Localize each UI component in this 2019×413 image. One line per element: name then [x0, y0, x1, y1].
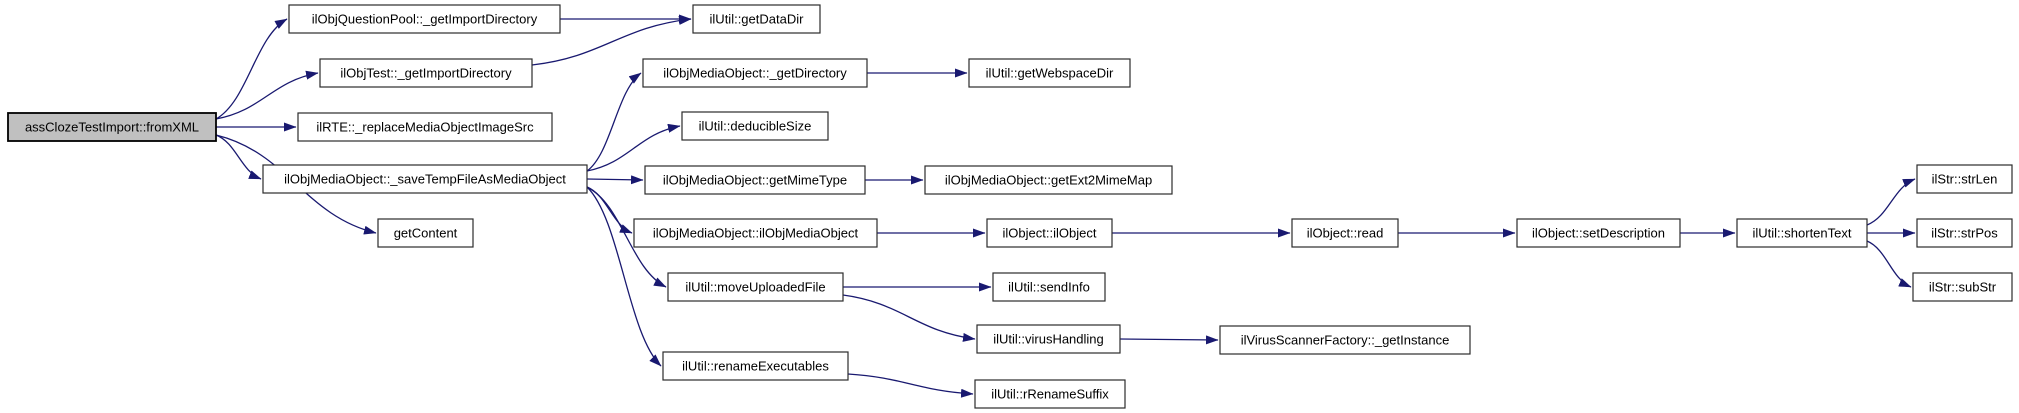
call-edge-mob-save-temp-to-mob-constructor [586, 186, 633, 234]
graph-node-str-str-pos[interactable]: ilStr::strPos [1916, 218, 2013, 248]
graph-node-util-deducible-size[interactable]: ilUtil::deducibleSize [681, 111, 829, 141]
node-box[interactable] [986, 218, 1113, 248]
call-edge-util-shorten-text-to-str-sub-str [1866, 240, 1912, 288]
node-box[interactable] [662, 351, 849, 381]
node-label: ilObject::ilObject [1003, 226, 1097, 241]
graph-node-util-rename-executables[interactable]: ilUtil::renameExecutables [662, 351, 849, 381]
node-box[interactable] [1916, 164, 2013, 194]
graph-node-mob-get-mime-type[interactable]: ilObjMediaObject::getMimeType [644, 165, 866, 195]
node-box[interactable] [1736, 218, 1868, 248]
node-box[interactable] [377, 218, 474, 248]
node-box[interactable] [633, 218, 878, 248]
graph-node-util-get-webspace-dir[interactable]: ilUtil::getWebspaceDir [968, 58, 1131, 88]
call-edge-test-get-import-dir-to-util-get-data-dir [531, 15, 692, 66]
node-label: ilUtil::getWebspaceDir [986, 66, 1114, 81]
call-edge-mob-save-temp-to-mob-get-mime-type [586, 175, 644, 185]
call-edge-mob-save-temp-to-util-move-uploaded-file [586, 186, 667, 288]
node-box[interactable] [992, 272, 1106, 302]
node-label: ilUtil::virusHandling [993, 332, 1104, 347]
node-box[interactable] [976, 324, 1121, 354]
node-label: ilObjMediaObject::ilObjMediaObject [653, 226, 859, 241]
node-label: ilUtil::deducibleSize [699, 119, 812, 134]
nodes-layer: assClozeTestImport::fromXML ilObjQuestion… [7, 4, 2013, 409]
graph-node-util-move-uploaded-file[interactable]: ilUtil::moveUploadedFile [667, 272, 844, 302]
node-label: ilStr::subStr [1929, 280, 1997, 295]
node-box[interactable] [681, 111, 829, 141]
call-edge-util-shorten-text-to-str-str-len [1866, 178, 1916, 226]
graph-node-mob-get-directory[interactable]: ilObjMediaObject::_getDirectory [642, 58, 868, 88]
node-box[interactable] [642, 58, 868, 88]
graph-node-str-sub-str[interactable]: ilStr::subStr [1912, 272, 2013, 302]
node-label: ilVirusScannerFactory::_getInstance [1241, 333, 1450, 348]
node-box[interactable] [1291, 218, 1399, 248]
node-label: ilStr::strLen [1932, 172, 1998, 187]
node-box[interactable] [1912, 272, 2013, 302]
node-box[interactable] [1219, 325, 1471, 355]
node-box[interactable] [297, 112, 553, 142]
node-label: ilObjTest::_getImportDirectory [340, 66, 512, 81]
node-box[interactable] [1916, 218, 2013, 248]
graph-node-get-content[interactable]: getContent [377, 218, 474, 248]
graph-node-util-get-data-dir[interactable]: ilUtil::getDataDir [692, 4, 821, 34]
node-box[interactable] [644, 165, 866, 195]
graph-node-from-xml: assClozeTestImport::fromXML [7, 112, 217, 142]
node-box[interactable] [667, 272, 844, 302]
node-label: ilUtil::getDataDir [710, 12, 805, 27]
node-box[interactable] [692, 4, 821, 34]
graph-node-mob-ext2-mime-map[interactable]: ilObjMediaObject::getExt2MimeMap [924, 165, 1173, 195]
call-edge-from-xml-to-test-get-import-dir [215, 70, 319, 120]
node-label: ilObjQuestionPool::_getImportDirectory [312, 12, 538, 27]
call-edge-from-xml-to-qp-get-import-dir [215, 18, 288, 120]
node-box[interactable] [1516, 218, 1681, 248]
node-box[interactable] [262, 164, 588, 194]
node-label: ilObjMediaObject::_saveTempFileAsMediaOb… [284, 172, 566, 187]
graph-node-obj-set-description[interactable]: ilObject::setDescription [1516, 218, 1681, 248]
node-label: getContent [394, 226, 458, 241]
node-label: ilStr::strPos [1931, 226, 1998, 241]
graph-node-mob-constructor[interactable]: ilObjMediaObject::ilObjMediaObject [633, 218, 878, 248]
graph-node-mob-save-temp[interactable]: ilObjMediaObject::_saveTempFileAsMediaOb… [262, 164, 588, 194]
node-box[interactable] [968, 58, 1131, 88]
edges-layer [215, 14, 1916, 398]
graph-node-qp-get-import-dir[interactable]: ilObjQuestionPool::_getImportDirectory [288, 4, 561, 34]
graph-node-util-send-info[interactable]: ilUtil::sendInfo [992, 272, 1106, 302]
node-label: ilUtil::renameExecutables [682, 359, 829, 374]
node-box[interactable] [288, 4, 561, 34]
graph-node-test-get-import-dir[interactable]: ilObjTest::_getImportDirectory [319, 58, 533, 88]
call-edge-util-move-uploaded-file-to-util-virus-handling [842, 294, 976, 342]
node-label: ilUtil::sendInfo [1008, 280, 1090, 295]
graph-node-obj-constructor[interactable]: ilObject::ilObject [986, 218, 1113, 248]
node-label: assClozeTestImport::fromXML [25, 120, 199, 135]
call-edge-mob-save-temp-to-util-deducible-size [586, 123, 681, 172]
call-edge-mob-save-temp-to-mob-get-directory [586, 72, 642, 172]
node-label: ilObjMediaObject::_getDirectory [663, 66, 847, 81]
graph-node-vsf-get-instance[interactable]: ilVirusScannerFactory::_getInstance [1219, 325, 1471, 355]
node-box [7, 112, 217, 142]
call-edge-util-virus-handling-to-vsf-get-instance [1119, 335, 1219, 345]
graph-node-rte-replace-src[interactable]: ilRTE::_replaceMediaObjectImageSrc [297, 112, 553, 142]
node-label: ilObjMediaObject::getMimeType [663, 173, 847, 188]
graph-node-util-shorten-text[interactable]: ilUtil::shortenText [1736, 218, 1868, 248]
node-label: ilUtil::rRenameSuffix [991, 387, 1109, 402]
call-edge-util-rename-executables-to-util-r-rename-suffix [847, 373, 974, 398]
graph-node-util-r-rename-suffix[interactable]: ilUtil::rRenameSuffix [974, 379, 1126, 409]
node-label: ilObjMediaObject::getExt2MimeMap [945, 173, 1152, 188]
call-edge-mob-save-temp-to-util-rename-executables [586, 186, 662, 367]
node-box[interactable] [319, 58, 533, 88]
call-edge-from-xml-to-mob-save-temp [215, 134, 262, 180]
node-label: ilObject::setDescription [1532, 226, 1665, 241]
node-box[interactable] [974, 379, 1126, 409]
graph-node-util-virus-handling[interactable]: ilUtil::virusHandling [976, 324, 1121, 354]
graph-node-obj-read[interactable]: ilObject::read [1291, 218, 1399, 248]
node-label: ilRTE::_replaceMediaObjectImageSrc [316, 120, 534, 135]
graph-node-str-str-len[interactable]: ilStr::strLen [1916, 164, 2013, 194]
node-label: ilUtil::moveUploadedFile [685, 280, 825, 295]
node-label: ilUtil::shortenText [1753, 226, 1852, 241]
node-label: ilObject::read [1307, 226, 1384, 241]
node-box[interactable] [924, 165, 1173, 195]
